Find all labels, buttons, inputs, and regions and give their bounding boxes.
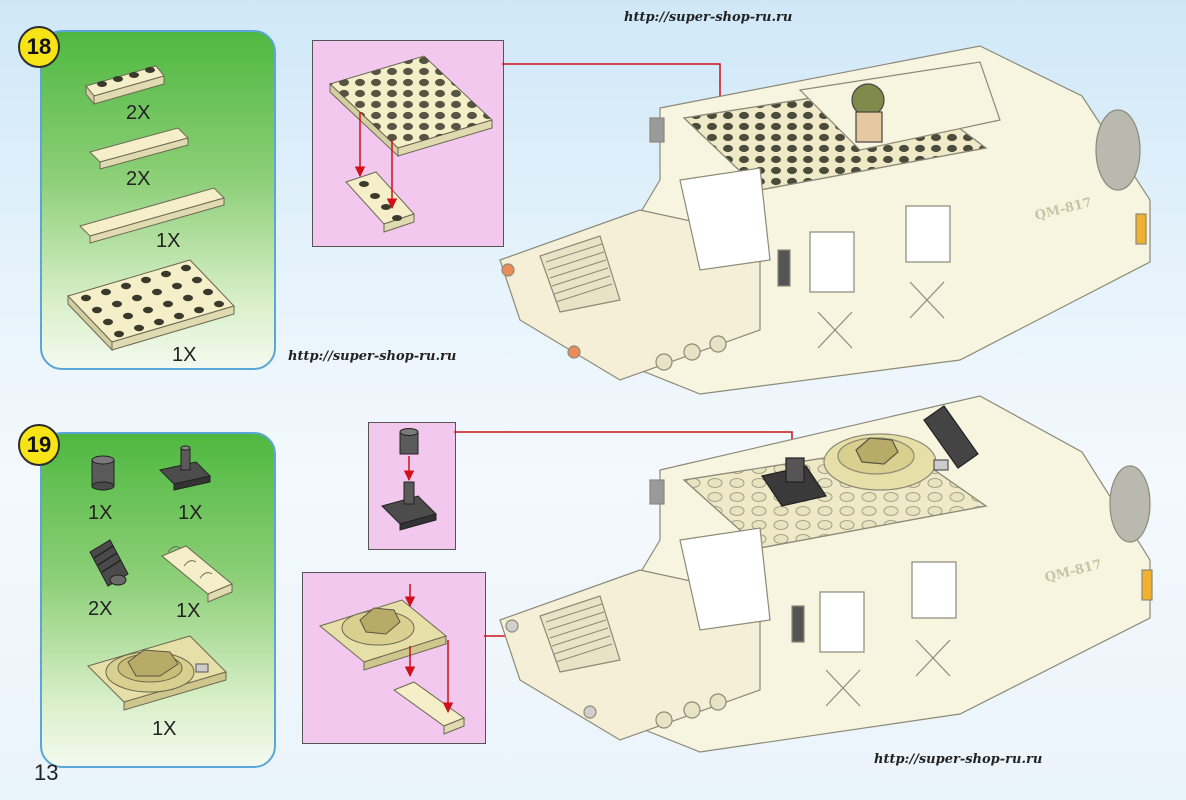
tile-1x6-icon [79,187,225,244]
watermark-url: http://super-shop-ru.ru [288,349,457,364]
part-quantity: 2X [126,102,151,124]
plate-1x4-icon [85,65,165,106]
tile-1x4-icon [89,127,189,170]
subassembly-round-brick-icon [399,428,419,455]
cylinder-icon [89,539,129,587]
part-quantity: 2X [126,168,151,190]
step-19-parts-panel [40,432,276,768]
part-quantity: 1X [176,600,201,622]
subassembly-turret-icon [318,599,448,671]
step-number-badge: 18 [18,26,60,68]
part-quantity: 2X [88,598,113,620]
plate-4x6-icon [67,259,235,352]
plate-with-pin-icon [159,445,211,491]
page-number: 13 [34,760,59,785]
part-quantity: 1X [178,502,203,524]
vehicle-upper-icon [499,45,1151,395]
subassembly-plate-with-pin-icon [381,481,437,531]
bracket-slope-icon [161,545,233,603]
part-quantity: 1X [88,502,113,524]
subassembly-bracket-icon [392,681,466,735]
subassembly-plate-1x4-icon [345,171,415,233]
part-quantity: 1X [152,718,177,740]
subassembly-plate-icon [329,55,493,158]
step-number-badge: 19 [18,424,60,466]
round-brick-1x1-icon [91,455,115,491]
watermark-url: http://super-shop-ru.ru [624,10,793,25]
watermark-url: http://super-shop-ru.ru [874,752,1043,767]
part-quantity: 1X [156,230,181,252]
vehicle-lower-icon [499,395,1153,753]
part-quantity: 1X [172,344,197,366]
turret-hatch-icon [87,635,227,711]
